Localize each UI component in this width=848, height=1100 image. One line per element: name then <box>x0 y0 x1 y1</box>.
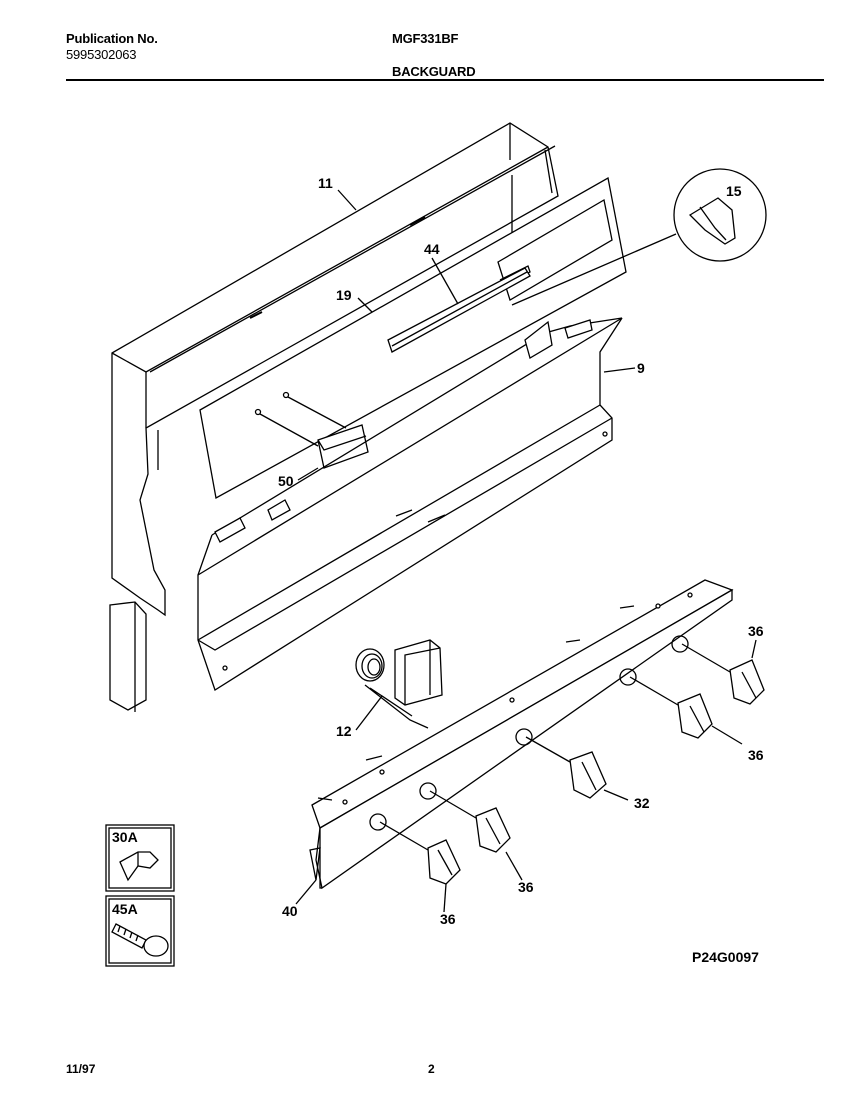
leader-lines <box>295 189 757 913</box>
part-label-45a: 45A <box>112 901 138 917</box>
publication-label: Publication No. <box>66 31 158 46</box>
control-bracket <box>309 579 734 890</box>
clip-part <box>254 391 369 469</box>
console-panel <box>197 317 623 691</box>
part-label-30a: 30A <box>112 829 138 845</box>
drawing-number: P24G0097 <box>692 949 759 965</box>
oven-knob <box>525 736 607 799</box>
part-label-11: 11 <box>318 175 333 191</box>
part-label-50: 50 <box>278 473 294 489</box>
burner-knob <box>429 790 511 853</box>
section-title: BACKGUARD <box>392 64 476 79</box>
bracket-detail-circle <box>511 168 767 306</box>
burner-knob <box>379 821 461 885</box>
part-label-12: 12 <box>336 723 352 739</box>
hardware-box-45a: 45A <box>105 895 175 967</box>
thermostat <box>355 639 443 729</box>
part-label-36: 36 <box>440 911 456 927</box>
header-rule <box>66 79 824 81</box>
part-label-44: 44 <box>424 241 440 257</box>
trim-strip <box>387 267 531 353</box>
part-label-15: 15 <box>726 183 742 199</box>
burner-knob <box>629 676 713 739</box>
part-label-36: 36 <box>748 623 764 639</box>
backguard-lower-trim <box>109 601 147 712</box>
backguard-panel <box>111 122 559 617</box>
footer-date: 11/97 <box>66 1062 96 1076</box>
part-label-32: 32 <box>634 795 650 811</box>
part-label-19: 19 <box>336 287 352 303</box>
publication-number: 5995302063 <box>66 47 137 62</box>
part-label-36: 36 <box>748 747 764 763</box>
model-number: MGF331BF <box>392 31 459 46</box>
part-label-36: 36 <box>518 879 534 895</box>
hardware-box-30a: 30A <box>105 824 175 892</box>
page-number: 2 <box>428 1062 435 1076</box>
part-label-9: 9 <box>637 360 645 376</box>
part-label-40: 40 <box>282 903 298 919</box>
burner-knob <box>681 643 765 705</box>
